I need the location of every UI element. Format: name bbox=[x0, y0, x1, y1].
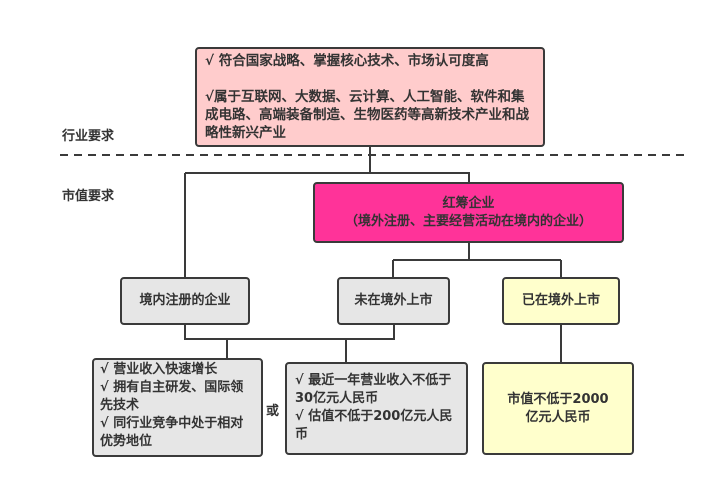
industry-requirement-label: 行业要求 bbox=[62, 129, 115, 144]
req-c-text: 市值不低于2000亿元人民币 bbox=[507, 391, 609, 425]
not-listed-title: 未在境外上市 bbox=[354, 293, 433, 308]
domestic-company-box: 境内注册的企业 bbox=[120, 277, 250, 325]
requirement-box-c: 市值不低于2000亿元人民币 bbox=[482, 362, 634, 455]
red-chip-subtitle: （境外注册、主要经营活动在境内的企业） bbox=[344, 213, 592, 229]
req-a-line: √ 营业收入快速增长 bbox=[100, 362, 218, 377]
red-chip-box: 红筹企业 （境外注册、主要经营活动在境内的企业） bbox=[313, 182, 624, 243]
market-value-requirement-label: 市值要求 bbox=[62, 189, 115, 204]
listed-abroad-box: 已在境外上市 bbox=[502, 277, 620, 325]
req-b-line: √ 最近一年营业收入不低于30亿元人民币 bbox=[295, 373, 452, 406]
industry-requirement-box: √ 符合国家战略、掌握核心技术、市场认可度高 √属于互联网、大数据、云计算、人工… bbox=[195, 47, 545, 147]
connector-red-chip bbox=[392, 243, 562, 277]
connector-middle bbox=[184, 325, 395, 362]
requirement-box-b: √ 最近一年营业收入不低于30亿元人民币 √ 估值不低于200亿元人民币 bbox=[285, 362, 468, 455]
or-label: 或 bbox=[266, 404, 280, 419]
requirement-strategy: √ 符合国家战略、掌握核心技术、市场认可度高 bbox=[205, 53, 489, 69]
req-a-line: √ 同行业竞争中处于相对优势地位 bbox=[100, 416, 244, 449]
requirement-industries: √属于互联网、大数据、云计算、人工智能、软件和集成电路、高端装备制造、生物医药等… bbox=[205, 89, 529, 141]
not-listed-abroad-box: 未在境外上市 bbox=[337, 277, 450, 325]
req-b-line: √ 估值不低于200亿元人民币 bbox=[295, 409, 453, 442]
listed-title: 已在境外上市 bbox=[521, 293, 600, 308]
domestic-company-title: 境内注册的企业 bbox=[139, 293, 231, 308]
req-a-line: √ 拥有自主研发、国际领先技术 bbox=[100, 380, 244, 413]
red-chip-title: 红筹企业 bbox=[442, 195, 495, 211]
connector-top bbox=[184, 146, 470, 277]
requirement-box-a: √ 营业收入快速增长 √ 拥有自主研发、国际领先技术 √ 同行业竞争中处于相对优… bbox=[92, 358, 263, 457]
